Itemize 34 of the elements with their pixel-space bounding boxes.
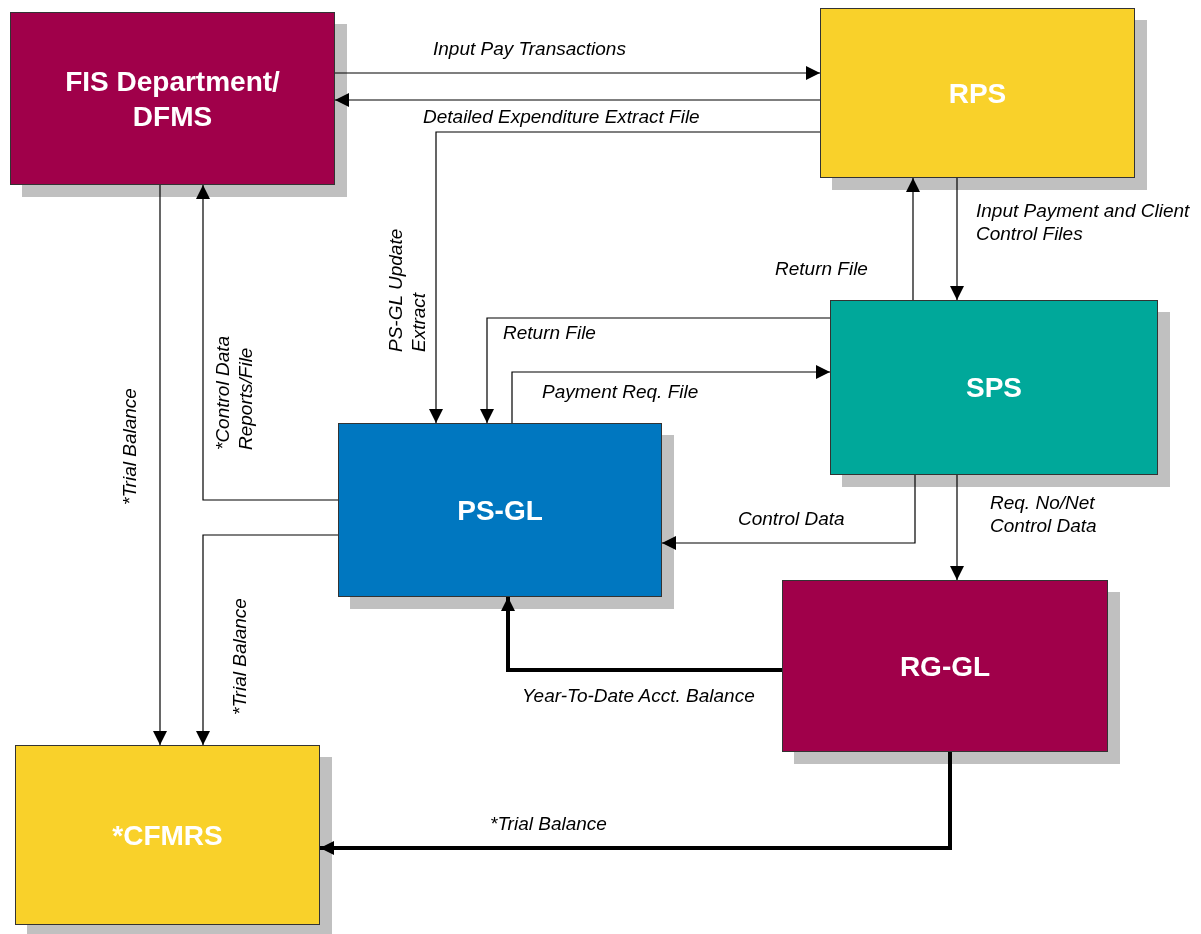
edge-label: *Trial Balance [490, 813, 608, 836]
arrow [661, 474, 916, 550]
arrow [196, 534, 339, 746]
arrow [320, 752, 952, 855]
edge-label: Control Data [738, 508, 846, 531]
arrow [153, 184, 167, 746]
system-name: SPS [965, 371, 1023, 405]
arrow [950, 177, 964, 301]
edge-label: Return File [775, 258, 869, 281]
arrow [334, 66, 821, 80]
arrow [196, 184, 339, 501]
edge-label: *Trial Balance [118, 387, 141, 505]
edge-label: *Control Data Reports/File [212, 334, 257, 450]
edge-label: Return File [503, 322, 597, 345]
arrow [950, 474, 964, 581]
edge-label: Payment Req. File [542, 381, 700, 404]
arrow [906, 177, 920, 301]
arrow [511, 365, 831, 424]
arrow [429, 131, 821, 424]
edge-label: *Trial Balance [228, 597, 251, 715]
arrow [334, 93, 821, 107]
system-name: RPS [947, 76, 1008, 111]
edge-label: Input Pay Transactions [433, 38, 627, 61]
edge-label: Year-To-Date Acct. Balance [522, 685, 756, 708]
system-name: PS-GL [456, 493, 544, 528]
arrow [480, 317, 831, 424]
edge-label: Req. No/Net Control Data [990, 492, 1098, 538]
edge-label: PS-GL Update Extract [385, 227, 430, 352]
arrow [501, 597, 782, 672]
system-name: RG-GL [898, 649, 992, 684]
system-name: *CFMRS [111, 818, 224, 853]
edge-label: Input Payment and Client Control Files [976, 200, 1191, 246]
system-name: FIS Department/ DFMS [64, 64, 281, 134]
edge-label: Detailed Expenditure Extract File [423, 106, 701, 129]
